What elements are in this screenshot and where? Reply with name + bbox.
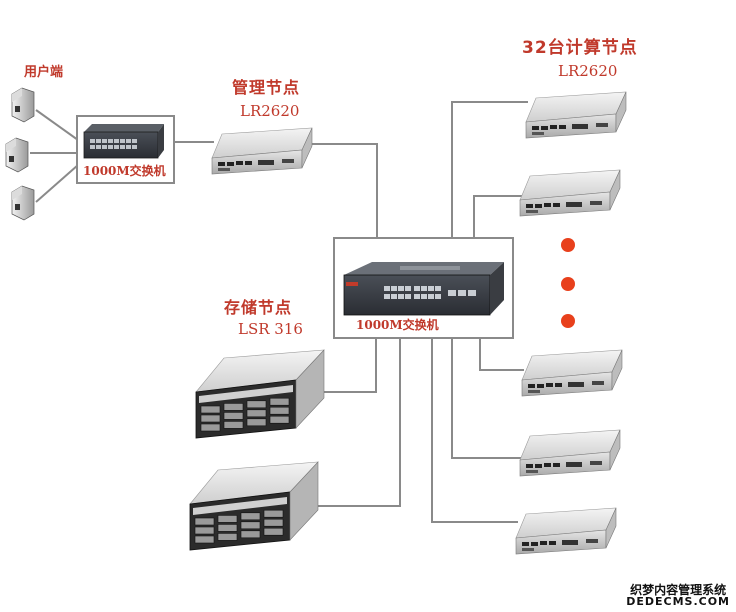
compute-nodes-label: 32台计算节点: [522, 38, 638, 58]
connection-line: [451, 336, 522, 459]
drive-bay: [246, 400, 267, 409]
storage-array-1: [195, 349, 325, 439]
compute-server-5: [515, 507, 617, 555]
drive-bay: [194, 526, 215, 535]
drive-bay: [263, 518, 284, 527]
drive-bay: [269, 406, 290, 415]
storage-array-2: [189, 461, 319, 551]
drive-bay: [200, 423, 221, 432]
storage-model-label: LSR 316: [238, 320, 303, 338]
drive-bay: [217, 524, 238, 532]
drive-bay: [246, 418, 267, 427]
management-node-label: 管理节点: [232, 78, 301, 97]
drive-bay: [246, 409, 267, 418]
drive-bay: [194, 535, 215, 544]
management-server: [211, 127, 313, 175]
connection-lines: [30, 101, 528, 523]
connection-line: [310, 143, 378, 240]
center-switch-label: 1000M交换机: [356, 318, 439, 332]
left-switch: [76, 115, 175, 184]
drive-bay: [240, 530, 261, 539]
drive-bay: [240, 512, 261, 521]
drive-bay: [194, 517, 215, 526]
drive-bay: [223, 412, 244, 420]
watermark: 织梦内容管理系统 DEDECMS.COM: [626, 584, 730, 608]
compute-server-4: [519, 429, 621, 477]
connection-line: [312, 336, 401, 507]
drive-bay: [217, 515, 238, 523]
storage-node-label: 存储节点: [224, 298, 293, 317]
client-pc-2: [5, 137, 29, 173]
connection-line: [451, 101, 528, 240]
drive-bay: [217, 533, 238, 541]
drive-bay: [240, 521, 261, 530]
drive-bay: [200, 414, 221, 423]
drive-bay: [263, 509, 284, 518]
connection-line: [35, 109, 79, 141]
compute-server-1: [525, 91, 627, 139]
compute-server-3: [521, 349, 623, 397]
drive-bay: [269, 415, 290, 424]
watermark-line-1: 织梦内容管理系统: [630, 582, 727, 597]
drive-bay: [263, 527, 284, 536]
connection-line: [431, 336, 518, 523]
management-model-label: LR2620: [240, 102, 300, 120]
client-pc-1: [11, 87, 35, 123]
connection-line: [479, 336, 524, 371]
center-switch: [333, 237, 514, 339]
compute-server-2: [519, 169, 621, 217]
compute-model-label: LR2620: [558, 62, 618, 80]
connection-line: [35, 164, 79, 203]
drive-bay: [200, 405, 221, 414]
client-pc-3: [11, 185, 35, 221]
ellipsis-dots: [561, 238, 575, 328]
left-switch-label: 1000M交换机: [83, 164, 166, 178]
connection-line: [318, 336, 377, 393]
drive-bay: [223, 421, 244, 429]
clients-label: 用户端: [24, 65, 64, 80]
drive-bay: [223, 403, 244, 411]
watermark-line-2: DEDECMS.COM: [626, 595, 730, 609]
connection-line: [473, 195, 522, 240]
drive-bay: [269, 397, 290, 406]
